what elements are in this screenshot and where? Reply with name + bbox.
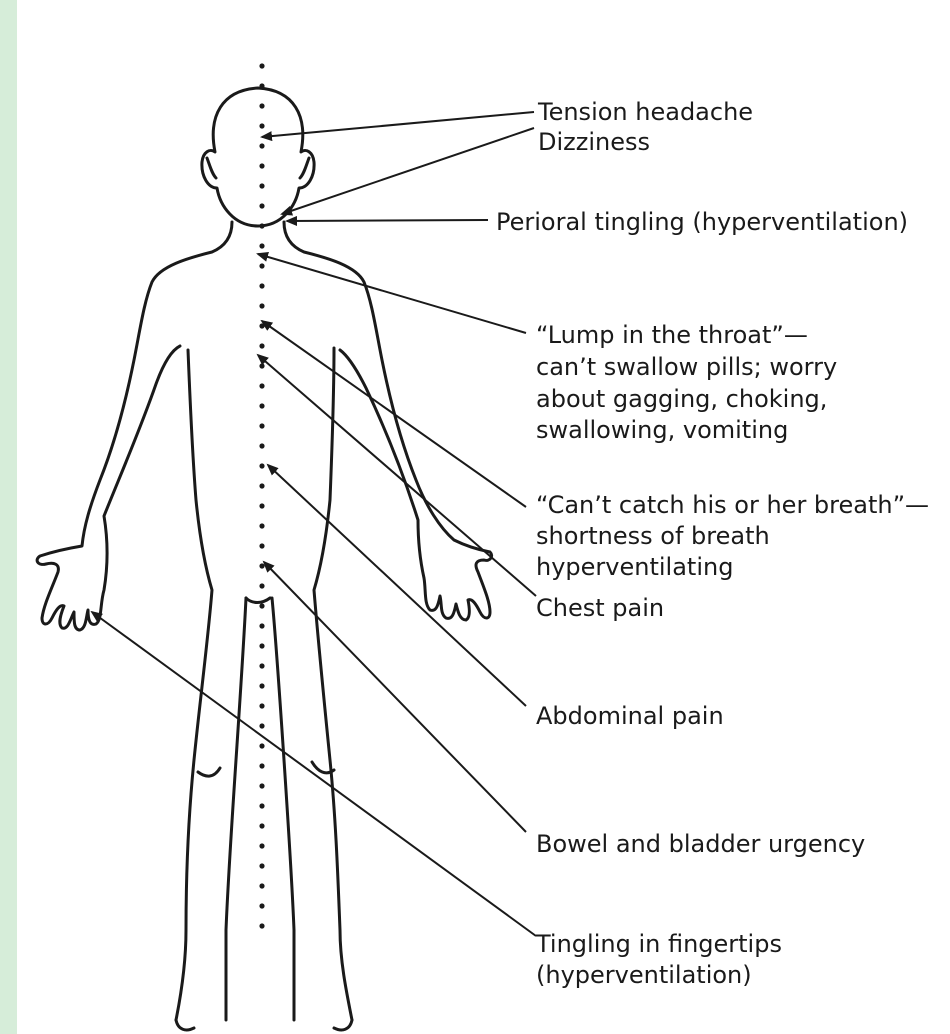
midline-dot	[259, 63, 264, 68]
midline-dot	[259, 263, 264, 268]
label-lump-line-1: “Lump in the throat”—	[536, 320, 808, 350]
pointer-lines	[92, 112, 536, 936]
pointer-breath	[262, 321, 526, 507]
label-breath-line-3: hyperventilating	[536, 552, 733, 582]
midline-dot	[259, 603, 264, 608]
midline-dot	[259, 703, 264, 708]
midline-dot	[259, 403, 264, 408]
midline-dot	[259, 783, 264, 788]
label-breath-line-2: shortness of breath	[536, 521, 770, 551]
midline-dot	[259, 663, 264, 668]
midline-dot	[259, 863, 264, 868]
midline-dot	[259, 183, 264, 188]
midline-dot	[259, 743, 264, 748]
midline-dot	[259, 303, 264, 308]
midline-dot	[259, 83, 264, 88]
torso-right	[314, 348, 352, 1020]
midline-dot	[259, 883, 264, 888]
midline-dot	[259, 163, 264, 168]
midline-dot	[259, 383, 264, 388]
label-abdominal-pain: Abdominal pain	[536, 701, 724, 731]
midline-dot	[259, 123, 264, 128]
label-fingertips-line-1: Tingling in fingertips	[536, 929, 782, 959]
midline-dot	[259, 223, 264, 228]
midline-dot	[259, 523, 264, 528]
midline-dot	[259, 143, 264, 148]
pointer-dizziness	[282, 128, 534, 214]
pointer-lump-throat	[258, 254, 526, 333]
pointer-abdominal-pain	[268, 465, 526, 706]
midline-dot	[259, 323, 264, 328]
midline-dot	[259, 443, 264, 448]
label-dizziness: Dizziness	[538, 127, 650, 157]
midline-dot	[259, 503, 264, 508]
midline-dot	[259, 103, 264, 108]
midline-dot	[259, 283, 264, 288]
pointer-chest-pain	[258, 355, 536, 596]
torso-left	[176, 350, 212, 1020]
label-tension-headache: Tension headache	[538, 97, 753, 127]
midline-dot	[259, 843, 264, 848]
midline-dot	[259, 343, 264, 348]
midline-dot	[259, 243, 264, 248]
body-outline	[37, 88, 491, 1030]
midline-dot	[259, 803, 264, 808]
left-side-outline	[37, 222, 232, 630]
midline-dot	[259, 643, 264, 648]
label-chest-pain: Chest pain	[536, 593, 664, 623]
label-lump-line-3: about gagging, choking,	[536, 384, 827, 414]
right-side-outline	[284, 222, 492, 620]
midline-dot	[259, 203, 264, 208]
midline-dot	[259, 583, 264, 588]
midline-dots	[259, 63, 264, 928]
pointer-bowel-bladder	[264, 562, 526, 832]
label-bowel-bladder: Bowel and bladder urgency	[536, 829, 865, 859]
label-fingertips-line-2: (hyperventilation)	[536, 960, 752, 990]
label-lump-line-4: swallowing, vomiting	[536, 415, 788, 445]
label-lump-line-2: can’t swallow pills; worry	[536, 352, 837, 382]
label-breath-line-1: “Can’t catch his or her breath”—	[536, 490, 929, 520]
midline-dot	[259, 683, 264, 688]
midline-dot	[259, 363, 264, 368]
midline-dot	[259, 823, 264, 828]
midline-dot	[259, 903, 264, 908]
midline-dot	[259, 423, 264, 428]
midline-dot	[259, 483, 264, 488]
midline-dot	[259, 563, 264, 568]
midline-dot	[259, 763, 264, 768]
midline-dot	[259, 463, 264, 468]
midline-dot	[259, 543, 264, 548]
head-outline	[202, 88, 314, 226]
midline-dot	[259, 723, 264, 728]
midline-dot	[259, 623, 264, 628]
midline-dot	[259, 923, 264, 928]
pointer-perioral-tingling	[287, 220, 488, 221]
label-perioral-tingling: Perioral tingling (hyperventilation)	[496, 207, 908, 237]
